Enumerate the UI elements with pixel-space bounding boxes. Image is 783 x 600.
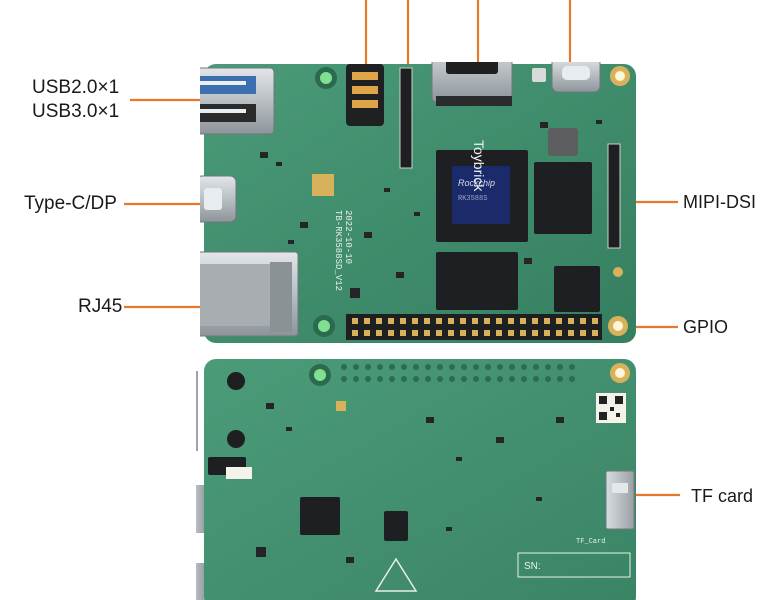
date-silkscreen: 2022-10-10 (343, 210, 353, 264)
mipi-dsi-connector (607, 143, 621, 249)
sn-silkscreen: SN: (524, 561, 541, 572)
board-bottom-illustration: TF_Card SN: (196, 359, 636, 600)
board-id-silkscreen: TB-RK3588SD_V12 (333, 210, 343, 291)
callout-label-gpio: GPIO (683, 317, 729, 337)
soc-model-text: RK3588S (458, 195, 487, 203)
gpio-header (346, 314, 602, 340)
test-pad (312, 174, 334, 196)
audio-jack (346, 64, 384, 126)
power-port (551, 62, 601, 93)
qr-code (596, 393, 626, 423)
callout-label-tf-card: TF card (691, 486, 754, 506)
sn-box (517, 552, 631, 578)
callout-label-mipi-dsi: MIPI-DSI (683, 192, 757, 212)
inductor (548, 128, 578, 156)
soc-chip: Rockchip RK3588S (436, 150, 528, 242)
tf-silkscreen: TF_Card (576, 538, 605, 546)
ram-chip (534, 162, 592, 234)
pcb-top (204, 64, 636, 343)
warning-icon (374, 557, 418, 592)
bottom-ic-1 (300, 497, 340, 535)
pcb-bottom (204, 359, 636, 600)
wifi-chip (554, 266, 600, 312)
board-top-illustration: Rockchip RK3588S (200, 62, 636, 343)
soc-brand-text: Rockchip (458, 178, 495, 188)
board-bottom-view: TF_Card SN: (196, 357, 640, 600)
callout-label-usb-2: USB2.0×1 (32, 77, 120, 98)
brand-silkscreen: Toybrick (471, 140, 487, 192)
board-top-view: Rockchip RK3588S (200, 62, 638, 345)
typec-port (200, 175, 237, 223)
callout-label-rj45: RJ45 (78, 296, 123, 317)
emmc-chip (436, 252, 518, 310)
rj45-port (200, 251, 299, 337)
fpc-connector (399, 67, 413, 169)
tf-card-slot (605, 470, 635, 530)
callout-label-usb-3: USB3.0×1 (32, 101, 120, 122)
callout-label-typec: Type-C/DP (24, 193, 117, 214)
gold-square (336, 401, 346, 411)
button (532, 68, 546, 82)
hdmi-port (431, 62, 513, 106)
usb-port (200, 67, 275, 135)
bottom-ic-2 (384, 511, 408, 541)
mounting-holes (313, 66, 630, 337)
